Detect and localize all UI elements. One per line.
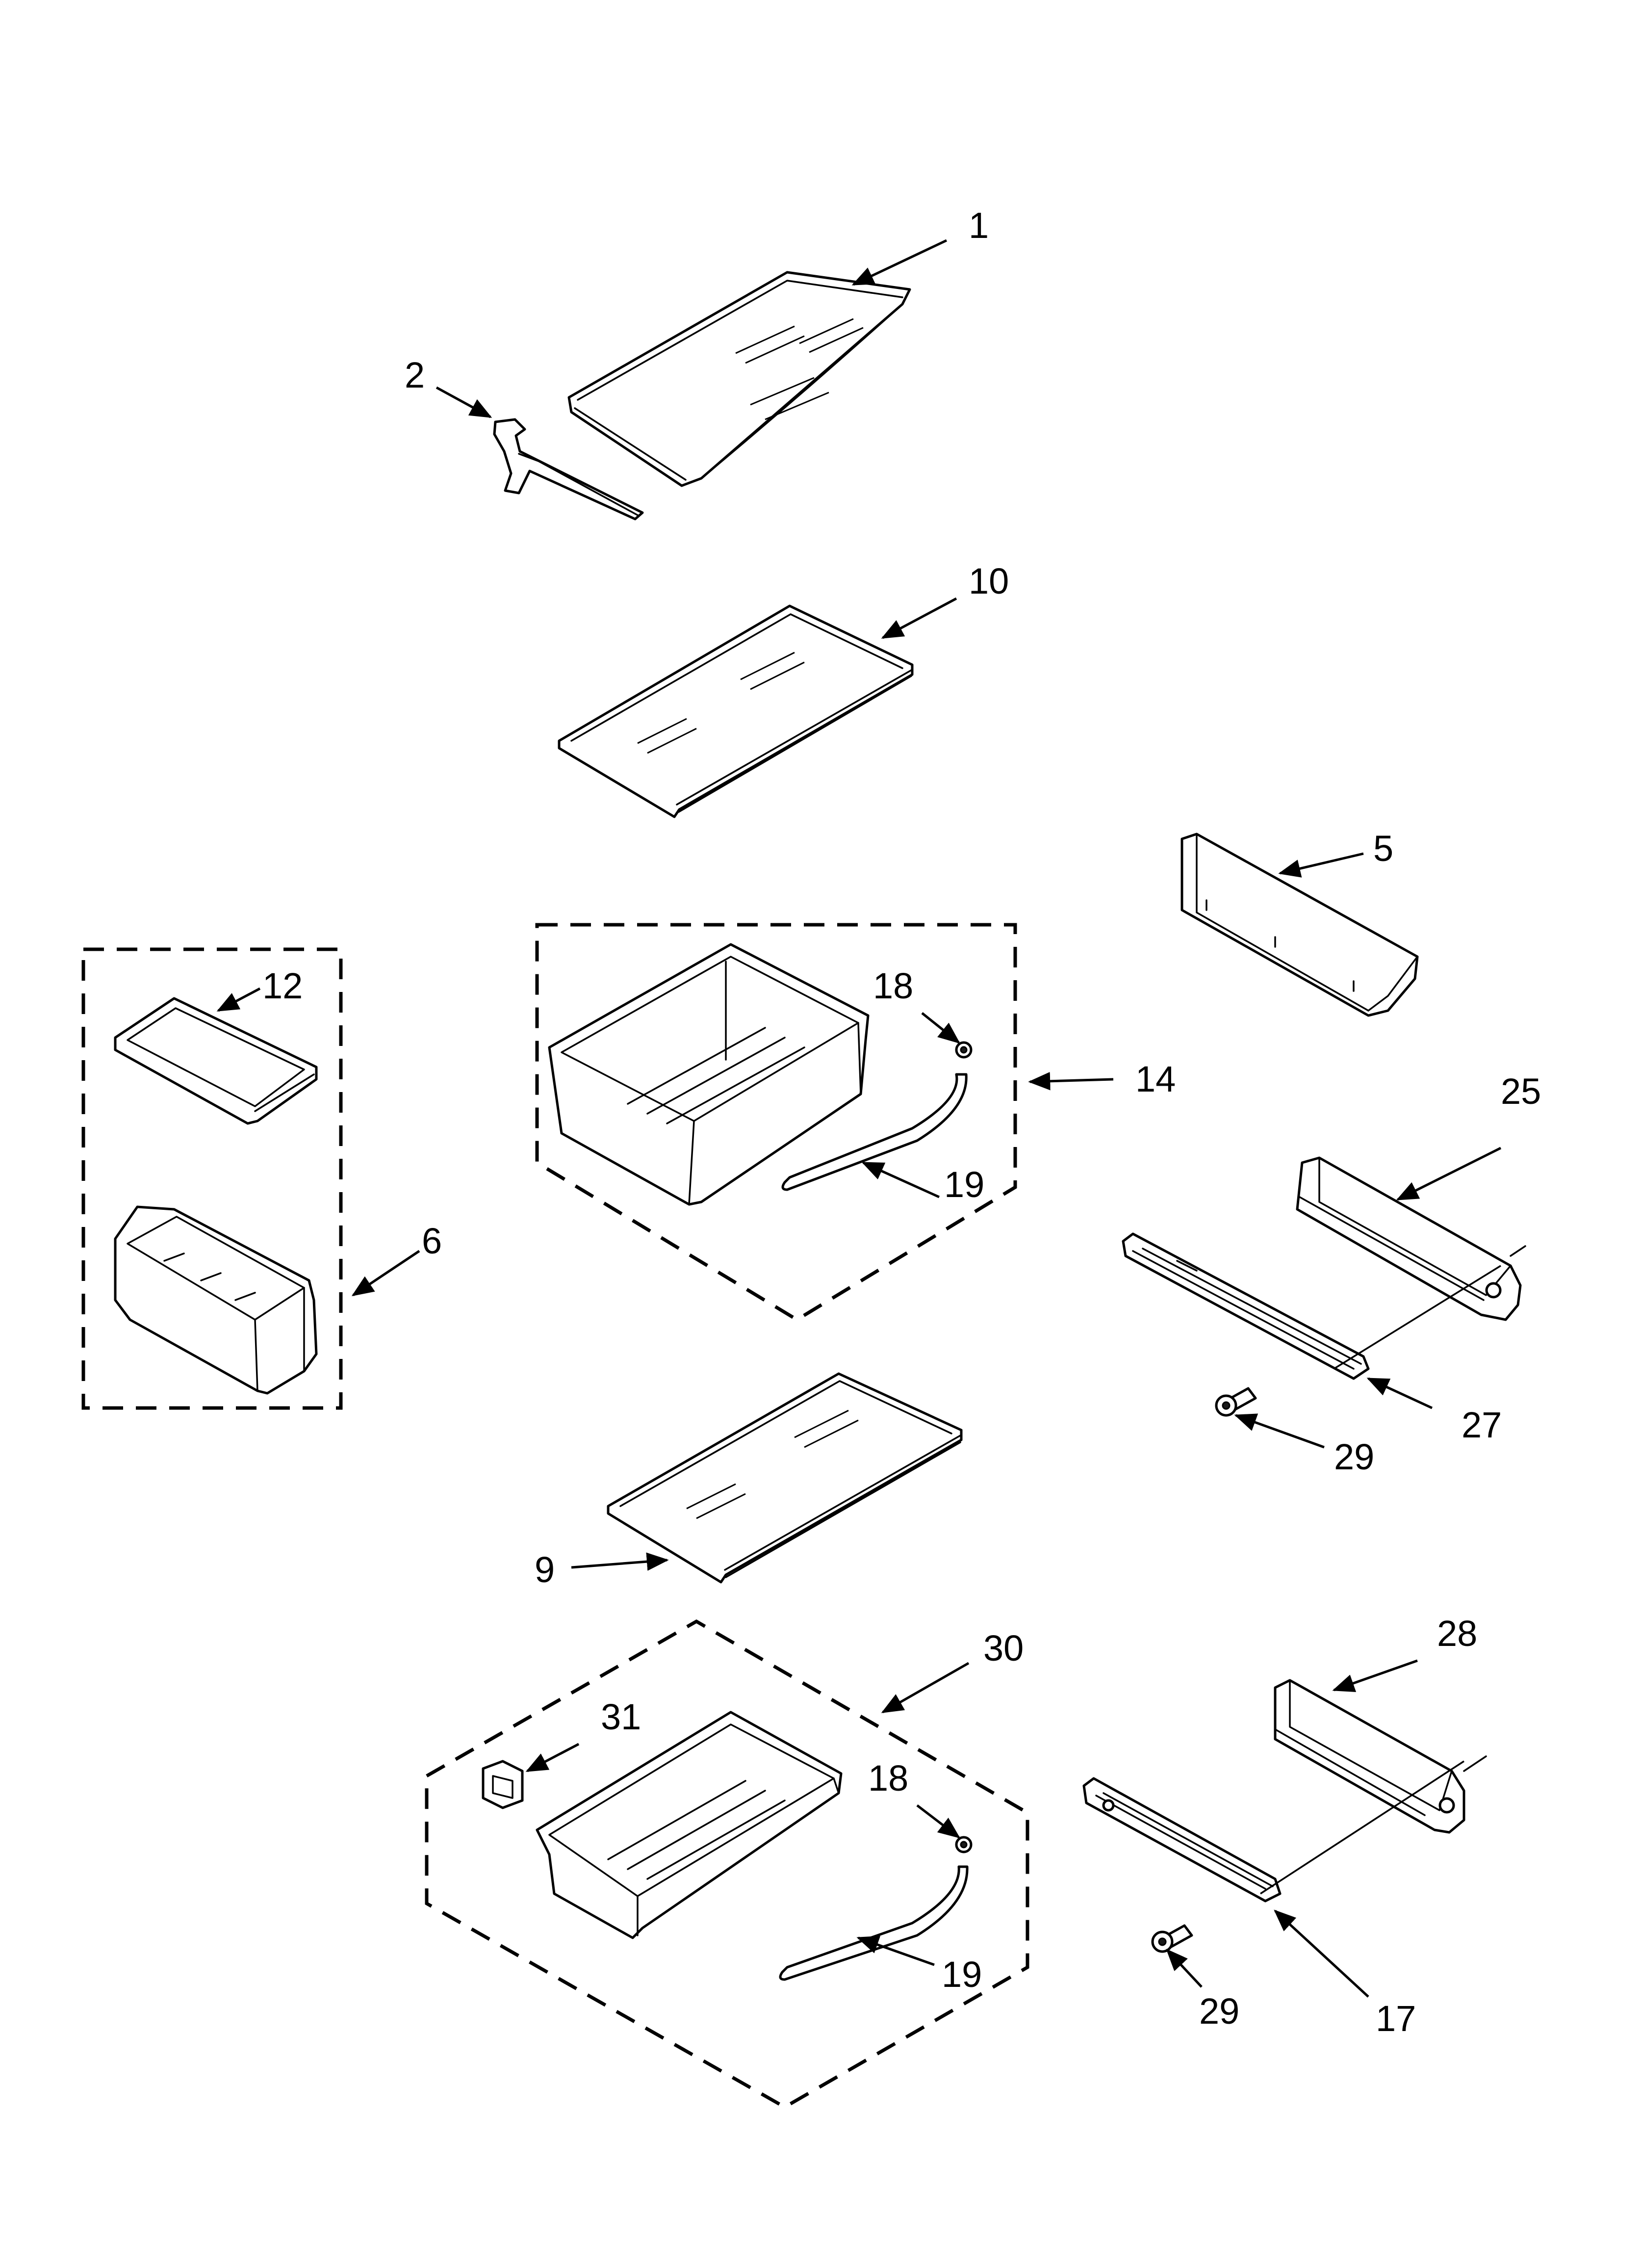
part-14-crisper-drawer — [548, 943, 870, 1206]
part-5-rail-cover — [1180, 833, 1419, 1017]
callout-14: 14 — [1135, 1059, 1176, 1099]
callout-18-lower: 18 — [868, 1758, 908, 1799]
part-31-clip — [482, 1760, 524, 1809]
callout-1: 1 — [969, 205, 989, 246]
part-30-freezer-drawer — [536, 1711, 843, 1939]
callout-19-lower: 19 — [942, 1954, 982, 1995]
callout-25: 25 — [1501, 1071, 1541, 1112]
callout-29-lower: 29 — [1199, 1991, 1239, 2032]
leader-lines — [216, 239, 1502, 1998]
callout-31: 31 — [601, 1696, 641, 1737]
part-28-rail-bracket — [1274, 1679, 1487, 1834]
part-30-group-outline — [425, 1619, 1029, 2110]
callout-27: 27 — [1462, 1405, 1502, 1445]
callout-6: 6 — [422, 1221, 442, 1261]
part-19-tube-lower — [779, 1865, 969, 1981]
part-18-fitting-upper — [955, 1041, 973, 1059]
callout-2: 2 — [405, 355, 425, 395]
part-17-slide-rail — [1082, 1760, 1464, 1903]
callout-19-upper: 19 — [944, 1164, 984, 1205]
part-29-screw-lower — [1151, 1924, 1193, 1953]
part-9-glass-shelf — [607, 1372, 963, 1584]
part-29-screw-upper — [1215, 1387, 1257, 1417]
callout-28: 28 — [1437, 1613, 1477, 1654]
part-25-rail-bracket — [1296, 1156, 1526, 1321]
part-14-group-outline — [535, 923, 1017, 1322]
callout-17: 17 — [1376, 1998, 1416, 2039]
part-6-bin — [114, 1205, 318, 1395]
part-19-tube-upper — [781, 1073, 968, 1191]
callout-30: 30 — [983, 1628, 1024, 1668]
part-1-glass-shelf — [567, 271, 911, 487]
callout-29-upper: 29 — [1334, 1436, 1374, 1477]
part-27-slide-rail — [1122, 1232, 1501, 1380]
part-18-fitting-lower — [955, 1836, 973, 1853]
part-10-glass-shelf — [558, 604, 914, 818]
callout-5: 5 — [1373, 828, 1393, 869]
callout-labels: 1 2 10 5 12 18 14 25 19 6 27 29 9 30 28 … — [262, 205, 1541, 2039]
callout-9: 9 — [535, 1549, 555, 1590]
part-12-bin-cover — [114, 997, 318, 1125]
callout-12: 12 — [262, 965, 303, 1006]
callout-18-upper: 18 — [873, 965, 913, 1006]
part-2-shelf-bracket — [493, 418, 644, 521]
part-6-group-outline — [81, 947, 343, 1410]
callout-10: 10 — [969, 561, 1009, 601]
